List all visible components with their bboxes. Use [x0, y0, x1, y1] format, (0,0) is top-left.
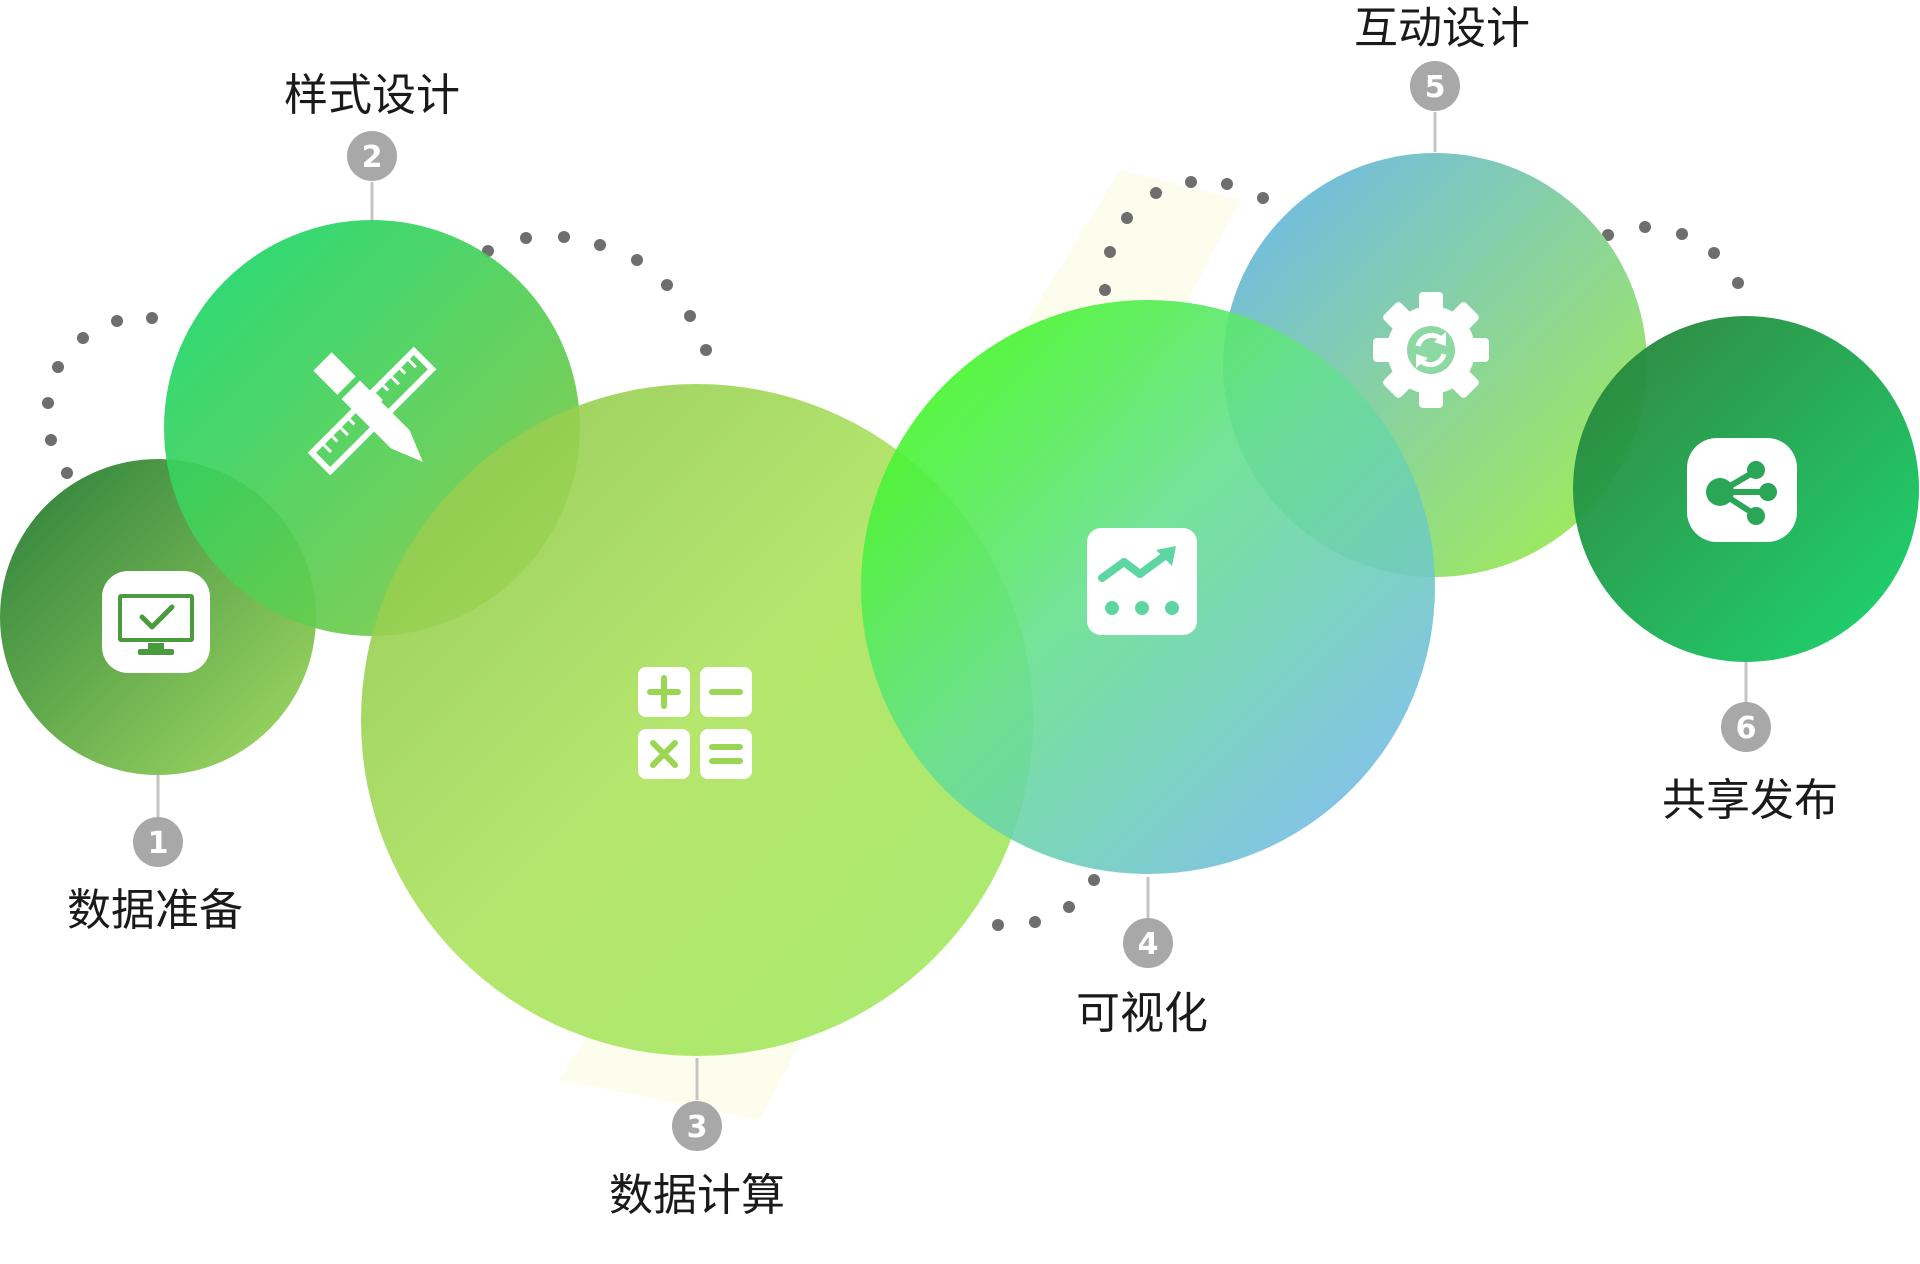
step-5-number: 5 [1425, 70, 1446, 105]
step-3-number: 3 [687, 1110, 708, 1145]
monitor-check-icon [102, 571, 210, 673]
step-5-label: 互动设计 [1354, 3, 1530, 54]
step-5-badge: 5 [1410, 61, 1460, 111]
step-6-number: 6 [1736, 711, 1757, 746]
step-6-badge: 6 [1721, 702, 1771, 752]
step-3-label: 数据计算 [609, 1170, 785, 1221]
step-2-badge: 2 [347, 131, 397, 181]
step-4-badge: 4 [1123, 918, 1173, 968]
chart-trend-icon [1087, 528, 1197, 635]
ruler-pencil-icon [307, 346, 437, 476]
step-2-number: 2 [362, 140, 383, 175]
step-1-badge: 1 [133, 817, 183, 867]
gear-refresh-icon [1373, 292, 1489, 408]
step-1-label: 数据准备 [67, 885, 243, 936]
step-1-number: 1 [148, 826, 169, 861]
step-6-label: 共享发布 [1662, 775, 1838, 826]
share-icon [1687, 438, 1797, 542]
step-4-label: 可视化 [1076, 988, 1208, 1039]
calculator-icon [638, 667, 752, 779]
step-2-label: 样式设计 [284, 70, 460, 121]
connector-lines [156, 112, 1748, 1100]
step-4-number: 4 [1138, 927, 1159, 962]
step-3-badge: 3 [672, 1101, 722, 1151]
